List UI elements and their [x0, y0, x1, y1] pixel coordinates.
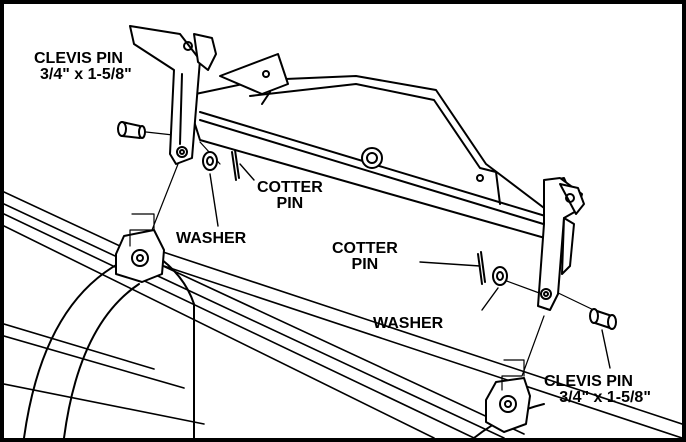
cotter-pin-label-left: COTTER PIN	[257, 179, 323, 212]
rail-lines	[4, 191, 682, 438]
right-link	[537, 177, 585, 311]
hitch-frame	[185, 53, 575, 241]
washer-label-left: WASHER	[176, 230, 247, 247]
right-cotter-pin	[477, 251, 486, 285]
right-washer	[492, 266, 508, 286]
roller-drum	[23, 253, 545, 438]
right-lower-bracket	[485, 377, 531, 433]
cotter-pin-label-right: COTTER PIN	[332, 240, 398, 273]
clevis-pin-label-left: CLEVIS PIN 3/4" x 1-5/8"	[34, 50, 132, 83]
left-clevis-pin	[117, 121, 146, 139]
left-cotter-pin	[231, 149, 240, 181]
washer-label-right: WASHER	[373, 315, 444, 332]
right-clevis-pin	[589, 308, 617, 330]
hitch-assembly-drawing	[4, 25, 682, 438]
clevis-pin-label-right: CLEVIS PIN 3/4" x 1-5/8"	[544, 373, 651, 406]
left-washer	[202, 151, 218, 171]
left-link	[129, 25, 217, 165]
leader-lines	[209, 163, 611, 369]
left-lower-bracket	[115, 229, 165, 283]
